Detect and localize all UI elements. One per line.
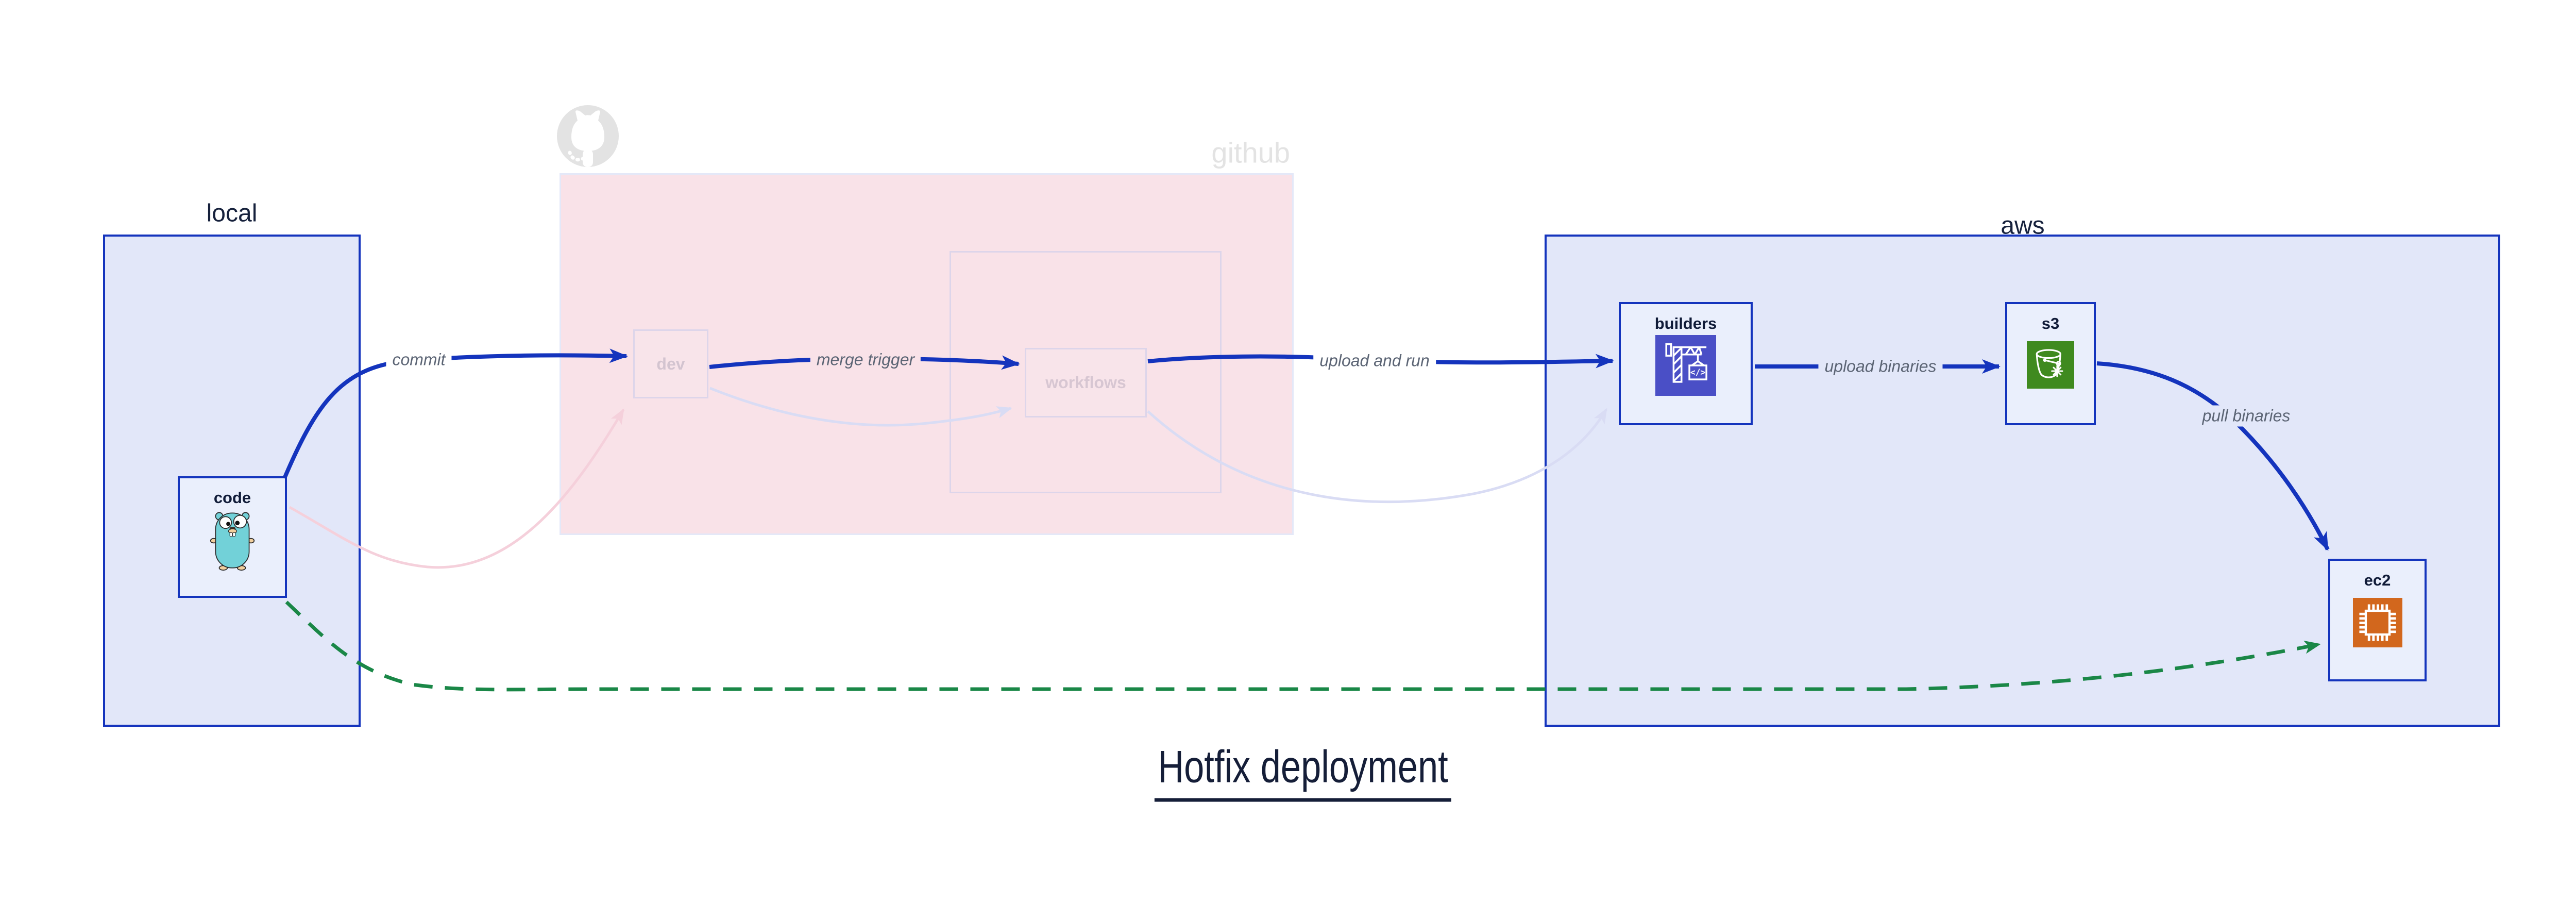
- local-region-label: local: [206, 199, 258, 227]
- svg-text:</>: </>: [1690, 368, 1706, 377]
- s3-node: s3: [2005, 302, 2096, 425]
- s3-node-label: s3: [2041, 314, 2060, 332]
- ec2-node-label: ec2: [2364, 571, 2391, 589]
- ec2-node: ec2: [2328, 559, 2427, 681]
- commit-edge-label: commit: [386, 349, 452, 371]
- github-octocat-icon: [557, 105, 619, 167]
- builders-node: builders </>: [1619, 302, 1753, 425]
- diagram-title: Hotfix deployment: [1154, 741, 1452, 802]
- github-region-label: github: [1211, 136, 1290, 169]
- pull-binaries-edge-label: pull binaries: [2196, 405, 2297, 427]
- upload-and-run-edge-label: upload and run: [1313, 350, 1436, 372]
- workflows-label: workflows: [1045, 373, 1126, 392]
- dev-branch-label: dev: [656, 354, 685, 373]
- go-gopher-icon: [210, 512, 255, 571]
- master-branch-box: [950, 251, 1222, 493]
- code-node-label: code: [213, 489, 251, 507]
- upload-binaries-edge-label: upload binaries: [1818, 356, 1943, 377]
- s3-bucket-icon: [2027, 341, 2074, 389]
- builders-node-label: builders: [1654, 314, 1717, 332]
- ec2-chip-icon: [2352, 598, 2402, 647]
- merge-trigger-edge-label: merge trigger: [810, 349, 921, 371]
- code-node: code: [178, 476, 287, 598]
- workflows-node: workflows: [1025, 348, 1147, 417]
- codebuild-crane-icon: </>: [1655, 335, 1716, 396]
- dev-branch-node: dev: [633, 329, 708, 398]
